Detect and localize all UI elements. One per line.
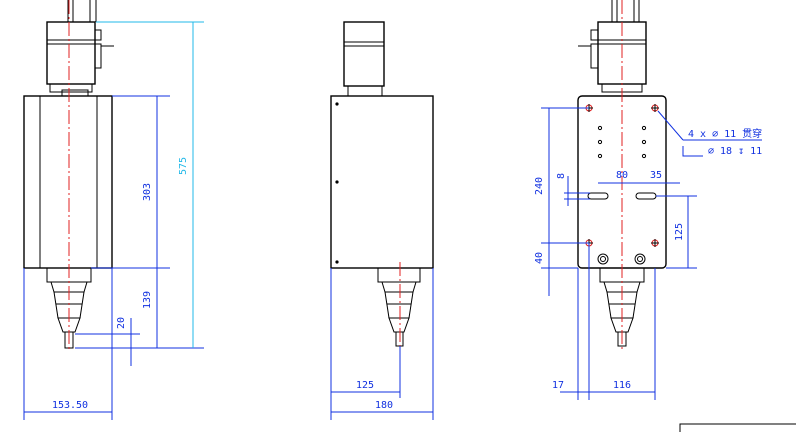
back-view: 240 8 40 80 35 125 17 116 4 x ∅ 11 贯穿 ∅ … (534, 0, 762, 400)
dim-125b: 125 (674, 223, 685, 241)
side-body (330, 95, 434, 269)
dim-303: 303 (142, 183, 153, 201)
dim-80: 80 (616, 170, 628, 181)
dim-240: 240 (534, 177, 545, 195)
dim-180: 180 (375, 400, 393, 411)
dim-17: 17 (552, 380, 564, 391)
hole-note-line1: 4 x ∅ 11 贯穿 (688, 127, 762, 140)
title-block-corner (679, 423, 796, 432)
front-body (23, 95, 113, 269)
dim-125: 125 (356, 380, 374, 391)
side-motor (343, 21, 385, 87)
dim-40: 40 (534, 252, 545, 264)
dim-116: 116 (613, 380, 631, 391)
dim-153-50: 153.50 (52, 400, 88, 411)
dim-35: 35 (650, 170, 662, 181)
front-motor (46, 21, 96, 85)
dim-575: 575 (178, 157, 189, 175)
dim-8: 8 (556, 173, 567, 179)
slot-right (635, 192, 657, 200)
side-view: 125 180 (330, 21, 434, 420)
hole-note-line2: ∅ 18 ↧ 11 (708, 146, 762, 157)
dim-20: 20 (116, 317, 127, 329)
slot-left (587, 192, 609, 200)
dim-139: 139 (142, 291, 153, 309)
front-view: 303 139 575 20 153.50 (23, 0, 204, 420)
